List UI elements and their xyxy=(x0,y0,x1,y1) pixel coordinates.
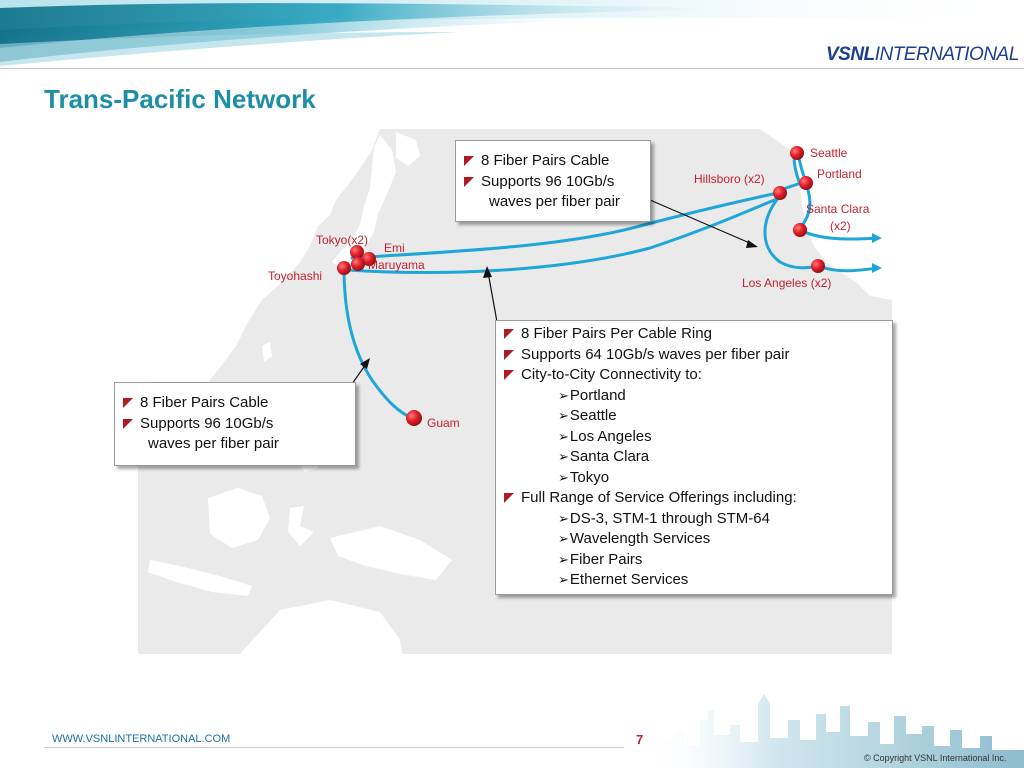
header-swoosh-graphic xyxy=(0,0,1024,68)
ring-city-item: ➢Tokyo xyxy=(558,468,610,486)
node-portland xyxy=(799,176,813,190)
pointer-main-head xyxy=(483,266,492,278)
asia-landmass xyxy=(138,129,380,440)
footer-divider xyxy=(44,747,624,748)
pointer-left-head xyxy=(360,358,370,369)
node-maruyama xyxy=(351,257,365,271)
ring-service-item: ➢Wavelength Services xyxy=(558,530,711,547)
cable-toyohashi-guam xyxy=(342,266,414,420)
label-los-angeles: Los Angeles (x2) xyxy=(742,276,832,290)
sub-arrow-icon: ➢ xyxy=(558,510,569,526)
footer-website-link[interactable]: WWW.VSNLINTERNATIONAL.COM xyxy=(52,733,231,745)
sub-arrow-icon: ➢ xyxy=(558,428,569,444)
cable-hillsboro-losangeles xyxy=(763,194,820,270)
label-maruyama: Maruyama xyxy=(368,258,425,272)
ring-bullet-connectivity: City-to-City Connectivity to: xyxy=(496,365,892,386)
cable-tokyo-hillsboro-north xyxy=(350,190,784,260)
callout-top-bullet-cont: waves per fiber pair xyxy=(489,193,620,210)
hokkaido-landmass xyxy=(396,132,420,166)
pointer-main xyxy=(487,271,498,323)
borneo-landmass xyxy=(208,488,270,548)
callout-pointers xyxy=(351,199,753,385)
label-toyohashi: Toyohashi xyxy=(268,269,323,283)
copyright-notice: © Copyright VSNL International Inc. xyxy=(864,753,1007,763)
node-tokyo xyxy=(350,245,364,259)
sub-arrow-icon: ➢ xyxy=(558,572,569,587)
label-santa-clara-count: (x2) xyxy=(830,219,851,233)
ring-city-item: ➢Seattle xyxy=(558,407,617,424)
pointer-left xyxy=(351,363,367,385)
sub-arrow-icon: ➢ xyxy=(558,387,569,403)
japan-landmass xyxy=(332,135,396,268)
callout-cable-ring: 8 Fiber Pairs Per Cable Ring Supports 64… xyxy=(495,320,893,595)
cable-arrowheads xyxy=(872,233,882,273)
cable-toyohashi-hillsboro-south xyxy=(346,194,786,274)
callout-guam-cable: 8 Fiber Pairs Cable Supports 96 10Gb/s w… xyxy=(114,382,356,466)
node-emi xyxy=(362,252,376,266)
ring-service-item: ➢Fiber Pairs xyxy=(558,550,643,568)
callout-top-bullet: 8 Fiber Pairs Cable xyxy=(456,151,650,172)
pointer-arrowheads xyxy=(360,240,758,369)
ring-service-item: ➢DS-3, STM-1 through STM-64 xyxy=(558,509,770,527)
label-portland: Portland xyxy=(817,167,862,181)
taiwan-landmass xyxy=(262,342,272,362)
node-toyohashi xyxy=(337,261,351,275)
label-emi: Emi xyxy=(384,241,405,255)
new-guinea-landmass xyxy=(330,526,452,580)
pointer-top-head xyxy=(746,240,758,248)
company-logo: VSNLINTERNATIONAL xyxy=(826,44,1019,65)
ring-city-item: ➢Santa Clara xyxy=(558,448,650,465)
sulawesi-landmass xyxy=(288,506,314,546)
callout-top-bullet: Supports 96 10Gb/s xyxy=(456,172,650,193)
ring-city-item: ➢Portland xyxy=(558,386,626,404)
page-title: Trans-Pacific Network xyxy=(44,84,316,114)
callout-left-bullet-cont: waves per fiber pair xyxy=(148,435,279,452)
node-los-angeles xyxy=(811,259,825,273)
arrowhead-losangeles xyxy=(872,263,882,273)
label-santa-clara: Santa Clara xyxy=(806,202,870,216)
label-guam: Guam xyxy=(427,416,460,430)
node-seattle xyxy=(790,146,804,160)
sub-arrow-icon: ➢ xyxy=(558,469,569,485)
label-seattle: Seattle xyxy=(810,146,848,160)
sub-arrow-icon: ➢ xyxy=(558,551,569,567)
callout-left-bullet: Supports 96 10Gb/s xyxy=(115,414,355,435)
network-nodes xyxy=(337,146,825,426)
node-hillsboro xyxy=(773,186,787,200)
header-divider xyxy=(0,68,1024,69)
label-hillsboro: Hillsboro (x2) xyxy=(694,172,765,186)
page-number: 7 xyxy=(636,732,644,747)
ring-bullet-fiber-pairs: 8 Fiber Pairs Per Cable Ring xyxy=(496,324,892,345)
ring-city-item: ➢Los Angeles xyxy=(558,427,652,445)
sub-arrow-icon: ➢ xyxy=(558,531,569,546)
sub-arrow-icon: ➢ xyxy=(558,408,569,423)
indonesia-landmass xyxy=(148,560,252,596)
ring-service-item: ➢Ethernet Services xyxy=(558,571,689,588)
node-guam xyxy=(406,410,422,426)
pointer-top xyxy=(649,199,753,245)
callout-left-bullet: 8 Fiber Pairs Cable xyxy=(115,393,355,414)
ring-bullet-waves: Supports 64 10Gb/s waves per fiber pair xyxy=(496,345,892,366)
north-america-landmass xyxy=(760,129,892,300)
city-skyline-graphic xyxy=(640,694,1024,768)
landmasses xyxy=(138,129,892,654)
ring-bullet-services: Full Range of Service Offerings includin… xyxy=(496,488,892,509)
node-santa-clara xyxy=(793,223,807,237)
label-tokyo: Tokyo(x2) xyxy=(316,233,369,247)
sub-arrow-icon: ➢ xyxy=(558,449,569,464)
australia-landmass xyxy=(240,600,402,654)
callout-transpacific-cable: 8 Fiber Pairs Cable Supports 96 10Gb/s w… xyxy=(455,140,651,222)
arrowhead-santaclara xyxy=(872,233,882,243)
